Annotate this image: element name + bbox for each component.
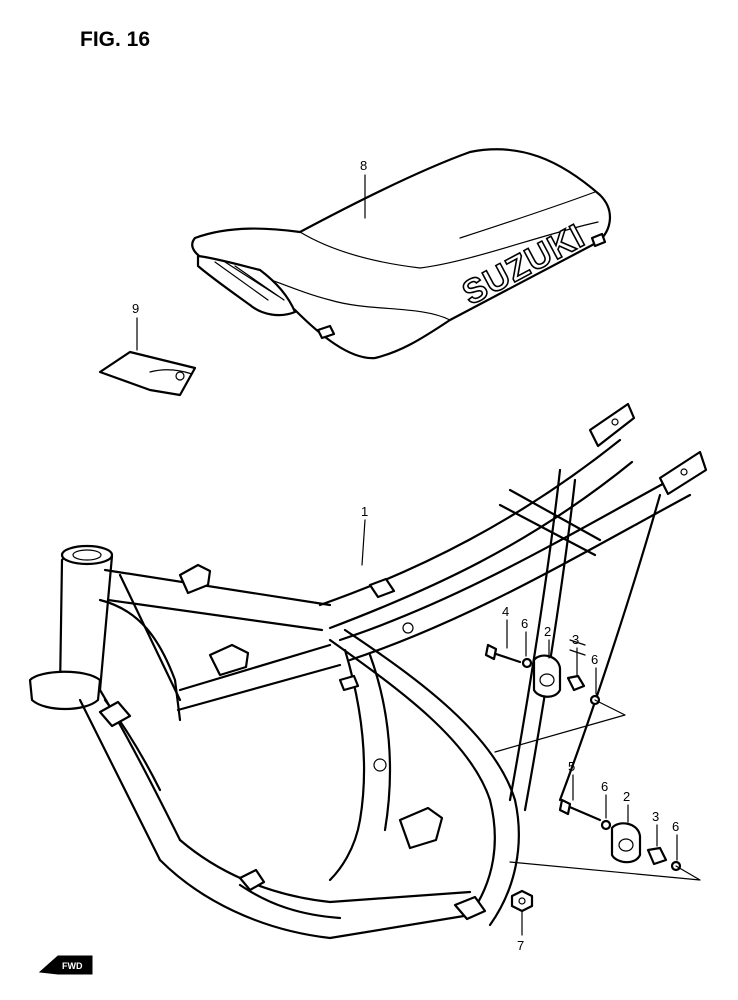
callout-2-lower: 2 [623,789,630,804]
front-direction-arrow-icon: FWD [38,955,93,975]
callout-6-b: 6 [591,652,598,667]
callout-5: 5 [568,759,575,774]
callout-6-a: 6 [521,616,528,631]
seat-bracket [98,350,197,397]
callout-6-c: 6 [601,779,608,794]
figure-title: FIG. 16 [80,28,151,51]
callout-3-upper: 3 [572,632,579,647]
nut-7 [510,889,534,913]
lower-mount-hardware [509,798,701,881]
spacer-3-lower [646,846,668,866]
callout-8: 8 [360,158,367,173]
callout-6-d: 6 [672,819,679,834]
upper-mount-hardware [484,639,626,753]
callout-9: 9 [132,301,139,316]
callout-2-upper: 2 [544,624,551,639]
washer-6-a [521,657,533,669]
callout-1: 1 [361,504,368,519]
bolt-5-lower [563,803,602,822]
callout-leaders [136,174,678,936]
callout-7: 7 [517,938,524,953]
seat-assembly: SUZUKI [191,148,611,360]
cushion-2-lower [610,822,642,864]
spacer-3-upper [566,674,586,692]
callout-3-lower: 3 [652,809,659,824]
frame-assembly [28,402,708,940]
front-arrow-label: FWD [62,961,83,971]
callout-numbers: 8 9 1 4 6 2 3 6 5 6 2 3 6 7 [132,158,679,953]
cushion-2-upper [532,654,562,698]
washer-6-c [600,819,612,831]
callout-4: 4 [502,604,509,619]
